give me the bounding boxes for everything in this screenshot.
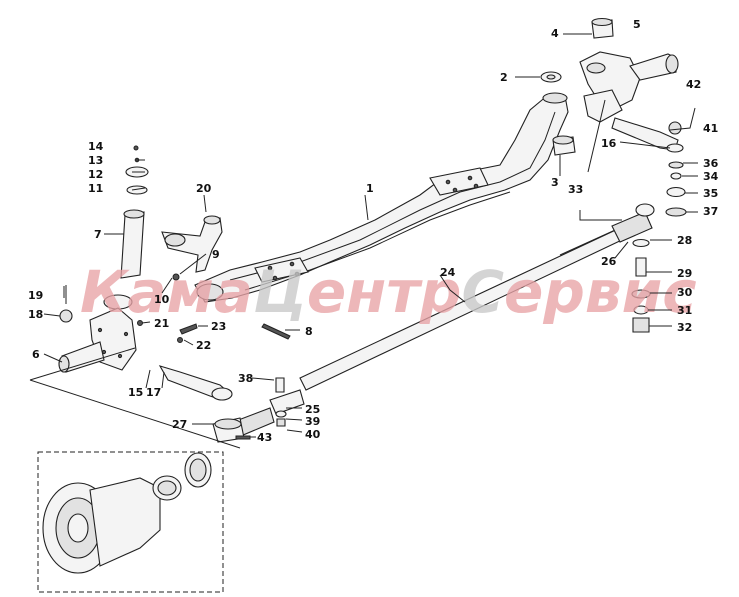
callout-29: 29 [677, 267, 692, 280]
callout-21: 21 [154, 317, 169, 330]
hub-detail-inset [29, 347, 241, 593]
callout-43: 43 [257, 431, 272, 444]
watermark: КамаЦентрСервис [80, 258, 697, 326]
left-steering-arm [158, 365, 233, 401]
tie-rod-assembly [212, 203, 655, 443]
leader-lines [43, 33, 698, 438]
left-king-pin [120, 145, 149, 279]
callout-34: 34 [703, 170, 719, 183]
watermark-text: КамаЦентрСервис [80, 258, 697, 326]
callout-1: 1 [366, 182, 374, 195]
callout-7: 7 [94, 228, 102, 241]
left-steering-knuckle [58, 294, 137, 373]
callout-13: 13 [88, 154, 103, 167]
watermark-part1: Кама [80, 258, 253, 326]
callout-11: 11 [88, 182, 103, 195]
callout-25: 25 [305, 403, 320, 416]
callout-41: 41 [703, 122, 718, 135]
callout-39: 39 [305, 415, 320, 428]
callout-32: 32 [677, 321, 692, 334]
watermark-part4: С [461, 258, 504, 326]
callout-40: 40 [305, 428, 321, 441]
callout-26: 26 [601, 255, 617, 268]
callout-42: 42 [686, 78, 701, 91]
callout-4: 4 [551, 27, 559, 40]
callout-22: 22 [196, 339, 211, 352]
callout-16: 16 [601, 137, 617, 150]
callout-6: 6 [32, 348, 40, 361]
callout-35: 35 [703, 187, 718, 200]
callout-8: 8 [305, 325, 313, 338]
callout-5: 5 [633, 18, 641, 31]
callout-27: 27 [172, 418, 187, 431]
callout-17: 17 [146, 386, 161, 399]
callout-10: 10 [154, 293, 170, 306]
watermark-part3: ентр [307, 258, 462, 326]
callout-36: 36 [703, 157, 719, 170]
front-axle-beam [194, 92, 569, 303]
callout-24: 24 [440, 266, 456, 279]
right-steering-arm [611, 117, 687, 217]
watermark-part2: Ц [253, 258, 307, 326]
callout-28: 28 [677, 234, 692, 247]
callout-9: 9 [212, 248, 220, 261]
callout-37: 37 [703, 205, 718, 218]
callout-3: 3 [551, 176, 559, 189]
callout-31: 31 [677, 304, 692, 317]
callout-2: 2 [500, 71, 508, 84]
callout-33: 33 [568, 183, 583, 196]
callout-30: 30 [677, 286, 693, 299]
watermark-part5: ервис [504, 258, 697, 326]
callout-12: 12 [88, 168, 103, 181]
right-steering-knuckle [540, 17, 679, 156]
callout-15: 15 [128, 386, 143, 399]
callout-18: 18 [28, 308, 43, 321]
callout-14: 14 [88, 140, 104, 153]
callout-23: 23 [211, 320, 226, 333]
callout-20: 20 [196, 182, 212, 195]
callout-38: 38 [238, 372, 253, 385]
callout-labels: 1 2 3 4 5 6 7 8 9 10 11 12 13 14 15 16 1… [28, 18, 719, 444]
steering-bracket [161, 215, 223, 273]
callout-19: 19 [28, 289, 43, 302]
